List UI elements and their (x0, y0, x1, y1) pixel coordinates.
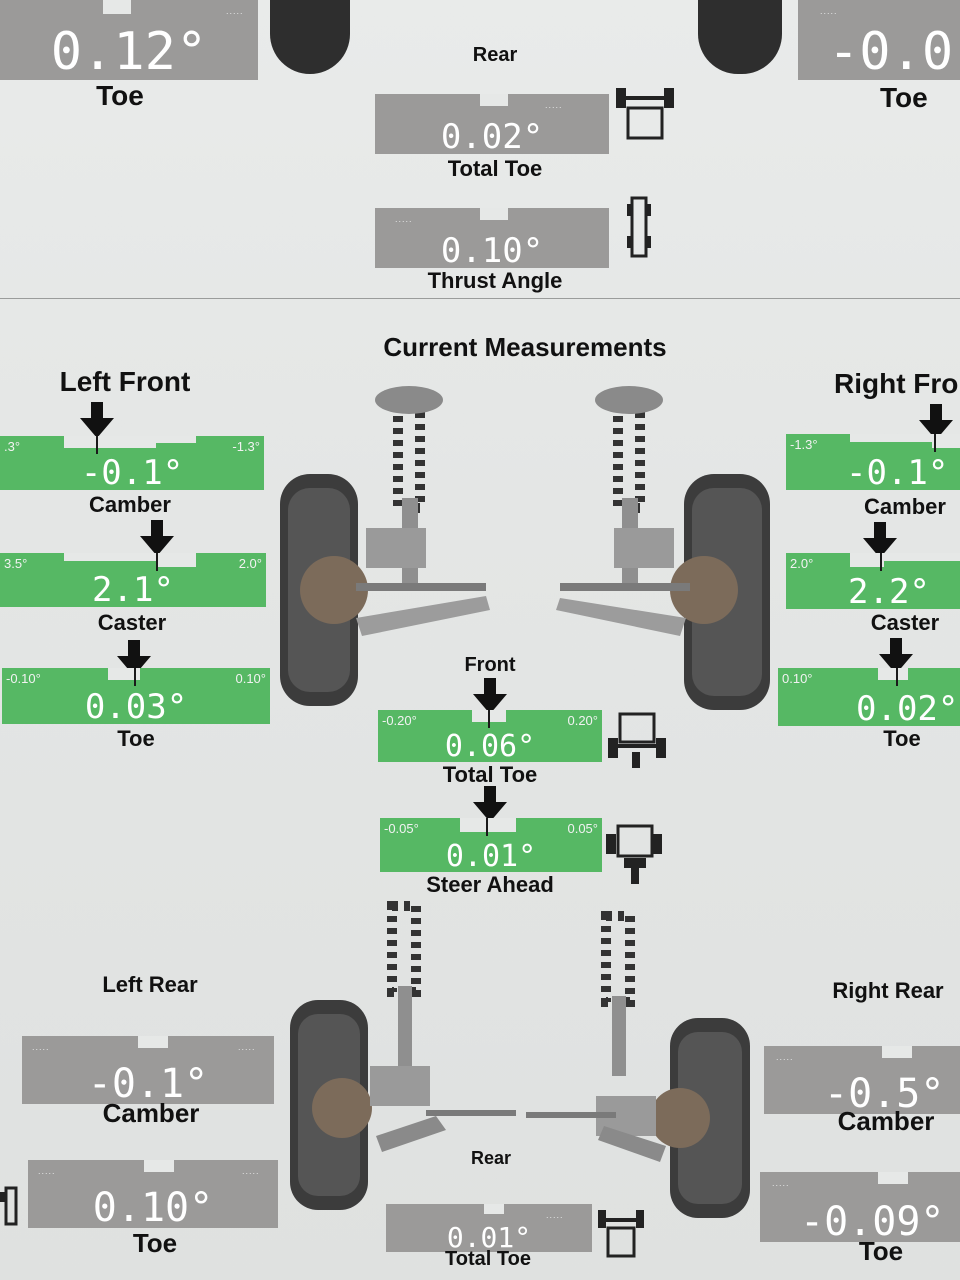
steer-ahead-gauge: -0.05° 0.05° 0.01° (380, 818, 602, 872)
prev-thrust-angle-gauge: ..... 0.10° (375, 208, 609, 268)
right-rear-heading: Right Rear (832, 978, 944, 1003)
prev-right-toe-gauge: ..... -0.0 (798, 0, 960, 80)
rr-camber-caption: Camber (837, 1106, 935, 1136)
lf-toe-value: 0.03° (84, 687, 188, 727)
lf-caster-caption: Caster (97, 610, 167, 635)
left-front-heading: Left Front (59, 366, 191, 397)
prev-left-toe-value: 0.12° (50, 22, 208, 82)
lf-caster-value: 2.1° (92, 570, 174, 610)
prev-left-tire (270, 0, 350, 74)
rear-total-toe-value: 0.01° (446, 1221, 532, 1254)
right-front-suspension-image (556, 386, 770, 710)
lf-toe-max: 0.10° (235, 671, 266, 686)
rf-camber-gauge: -1.3° -0.1° (786, 434, 960, 490)
front-axle-icon (608, 712, 666, 768)
rf-camber-caption: Camber (864, 494, 946, 519)
front-total-toe-gauge: -0.20° 0.20° 0.06° (378, 710, 602, 762)
steer-ahead-max: 0.05° (567, 821, 598, 836)
front-total-toe-caption: Total Toe (442, 762, 538, 787)
lr-toe-caption: Toe (132, 1228, 178, 1258)
steer-ahead-value: 0.01° (445, 839, 537, 874)
prev-total-toe-value: 0.02° (440, 117, 544, 157)
lf-toe-min: -0.10° (6, 671, 41, 686)
rr-camber-gauge: ..... -0.5° (764, 1046, 960, 1114)
rear-total-toe-icon (598, 1210, 644, 1258)
lf-caster-max: 2.0° (238, 556, 262, 571)
lf-toe-caption: Toe (117, 726, 155, 751)
rf-toe-caption: Toe (883, 726, 921, 751)
prev-total-toe-gauge: ..... 0.02° (375, 94, 609, 154)
left-rear-heading: Left Rear (102, 972, 198, 997)
rear-total-toe-gauge: ..... 0.01° (386, 1204, 592, 1252)
rf-toe-gauge: 0.10° 0.02° (778, 668, 960, 726)
lf-caster-gauge: 3.5° 2.0° 2.1° (0, 553, 266, 607)
lr-toe-icon (0, 1186, 18, 1226)
lf-caster-min: 3.5° (4, 556, 28, 571)
rf-camber-value: -0.1° (846, 453, 949, 493)
right-rear-suspension-image (526, 911, 750, 1218)
prev-right-toe-value: -0.0 (828, 22, 954, 82)
rr-toe-value: -0.09° (800, 1199, 945, 1245)
lr-camber-value: -0.1° (87, 1061, 209, 1107)
left-front-suspension-image (280, 386, 490, 706)
lr-toe-gauge: ..... ..... 0.10° (28, 1160, 278, 1228)
rf-caster-value: 2.2° (848, 572, 930, 612)
rf-toe-value: 0.02° (856, 689, 959, 729)
lr-camber-gauge: ..... ..... -0.1° (22, 1036, 274, 1104)
prev-left-toe-caption: Toe (96, 80, 144, 111)
lf-toe-gauge: -0.10° 0.10° 0.03° (2, 668, 270, 724)
lf-camber-caption: Camber (89, 492, 171, 517)
prev-left-toe-gauge: ..... 0.12° (0, 0, 258, 80)
lf-camber-gauge: .3° -1.3° -0.1° (0, 436, 264, 490)
prev-thrust-angle-caption: Thrust Angle (427, 268, 563, 293)
lr-camber-caption: Camber (102, 1098, 200, 1128)
prev-thrust-angle-value: 0.10° (440, 231, 544, 271)
steer-ahead-icon (606, 824, 662, 884)
rf-caster-min: 2.0° (790, 556, 814, 571)
rf-camber-min: -1.3° (790, 437, 818, 452)
rr-toe-caption: Toe (858, 1236, 904, 1266)
front-total-toe-value: 0.06° (444, 729, 536, 764)
rf-toe-min: 0.10° (782, 671, 813, 686)
section-divider (0, 298, 960, 299)
rear-total-toe-caption: Total Toe (445, 1248, 531, 1270)
lf-camber-max: -1.3° (232, 439, 260, 454)
left-rear-suspension-image (290, 901, 516, 1210)
rear-axle-icon (616, 88, 674, 140)
steer-ahead-caption: Steer Ahead (426, 872, 554, 897)
rr-camber-value: -0.5° (824, 1071, 945, 1117)
front-total-toe-min: -0.20° (382, 713, 417, 728)
rf-caster-caption: Caster (870, 610, 940, 635)
front-total-toe-max: 0.20° (567, 713, 598, 728)
prev-right-tire (698, 0, 782, 74)
prev-total-toe-caption: Total Toe (447, 156, 543, 181)
current-title: Current Measurements (383, 332, 667, 362)
rf-caster-gauge: 2.0° 2.2° (786, 553, 960, 609)
lf-camber-min: .3° (4, 439, 21, 454)
prev-right-toe-caption: Toe (880, 82, 928, 113)
rear-heading: Rear (470, 1148, 512, 1168)
lf-camber-value: -0.1° (80, 453, 184, 493)
lr-toe-value: 0.10° (92, 1185, 214, 1231)
prev-rear-heading: Rear (472, 44, 518, 66)
rr-toe-gauge: ..... -0.09° (760, 1172, 960, 1242)
thrust-car-icon (627, 196, 651, 258)
front-heading: Front (464, 654, 516, 676)
right-front-heading: Right Fro (834, 368, 959, 399)
steer-ahead-min: -0.05° (384, 821, 419, 836)
